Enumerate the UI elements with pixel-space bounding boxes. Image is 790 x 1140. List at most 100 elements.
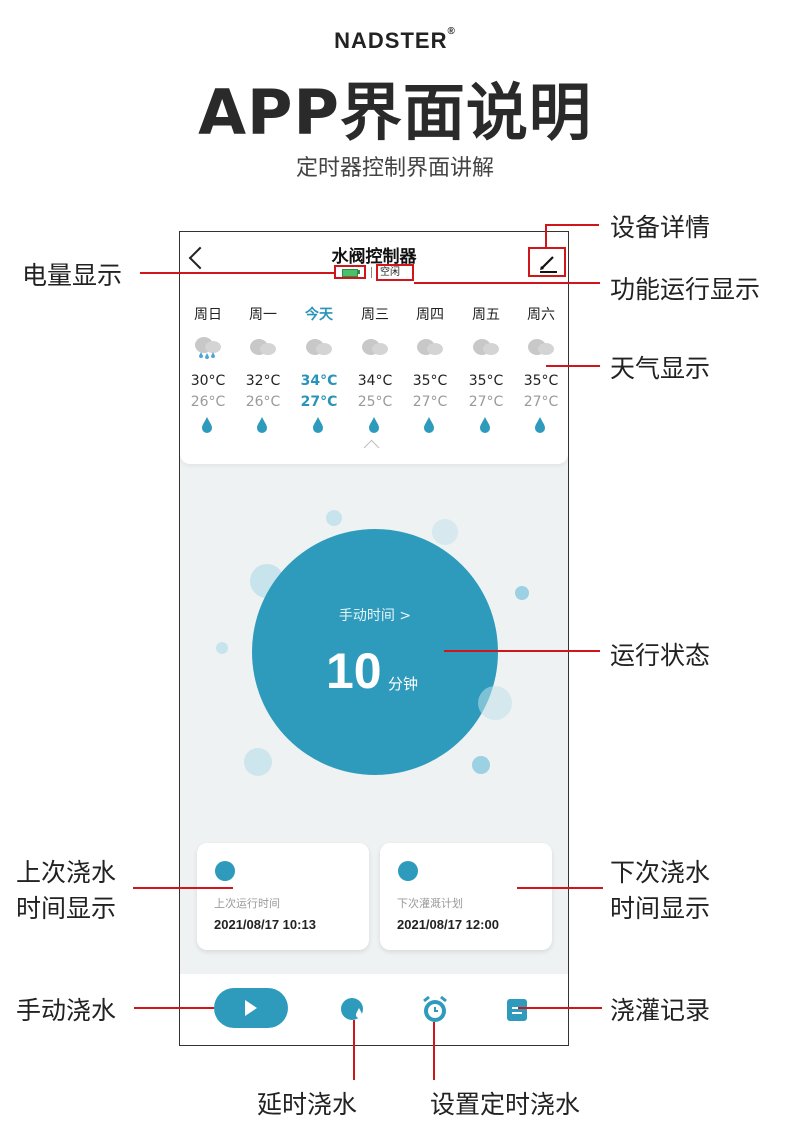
record-list-icon[interactable] (506, 998, 528, 1022)
annotation-line (414, 282, 600, 284)
manual-time-value: 10 (326, 643, 382, 699)
decor-bubble (244, 748, 272, 776)
weather-high: 35°C (523, 373, 559, 389)
brand-logo: NADSTER® (334, 26, 456, 53)
annotation-line (140, 272, 334, 274)
decor-bubble (478, 686, 512, 720)
annotation-line (433, 1022, 435, 1080)
weather-low: 27°C (412, 394, 448, 410)
weather-low: 25°C (357, 394, 393, 410)
last-run-label: 上次运行时间 (214, 897, 280, 910)
weather-low: 27°C (468, 394, 504, 410)
annotation-next-water-line2: 时间显示 (610, 894, 711, 923)
run-status-circle[interactable] (252, 529, 498, 775)
battery-icon (334, 265, 366, 279)
next-plan-label: 下次灌溉计划 (397, 897, 463, 910)
weather-day-name: 周日 (194, 307, 222, 323)
weather-high: 32°C (245, 373, 281, 389)
weather-day-name: 周三 (361, 307, 389, 323)
annotation-line (517, 887, 603, 889)
annotation-device-detail: 设备详情 (610, 213, 711, 242)
annotation-last-water-line2: 时间显示 (16, 894, 117, 923)
annotation-battery: 电量显示 (22, 261, 123, 290)
play-icon (245, 1000, 257, 1016)
water-drop-icon (369, 417, 379, 433)
annotation-function-status: 功能运行显示 (610, 275, 761, 304)
annotation-record: 浇灌记录 (610, 996, 711, 1025)
weather-low: 27°C (523, 394, 559, 410)
annotation-line (546, 365, 600, 367)
phone-screen: 水阀控制器 空闲 周日 30°C 26°C 周一 32°C 2 (179, 231, 569, 1046)
weather-low: 26°C (190, 394, 226, 410)
water-drop-icon (313, 417, 323, 433)
next-plan-card: 下次灌溉计划 2021/08/17 12:00 (380, 843, 552, 950)
annotation-last-water: 上次浇水 时间显示 (16, 855, 116, 927)
weather-low: 27°C (300, 394, 338, 410)
rain-cloud-icon (195, 337, 221, 359)
weather-high: 30°C (190, 373, 226, 389)
water-drop-icon (480, 417, 490, 433)
weather-forecast: 周日 30°C 26°C 周一 32°C 26°C 今天 34°C 27°C 周… (180, 292, 568, 464)
last-run-time: 2021/08/17 10:13 (214, 917, 316, 932)
collapse-chevron-icon[interactable] (363, 439, 380, 456)
annotation-run-status: 运行状态 (610, 641, 711, 670)
annotation-manual: 手动浇水 (16, 996, 117, 1025)
cloud-icon (362, 339, 388, 355)
manual-time-unit: 分钟 (388, 675, 419, 693)
decor-bubble (432, 519, 458, 545)
decor-bubble (472, 756, 490, 774)
cloud-icon (306, 339, 332, 355)
decor-bubble (216, 642, 228, 654)
app-title: 水阀控制器 (331, 247, 417, 267)
weather-day-name: 周六 (527, 307, 555, 323)
annotation-timer: 设置定时浇水 (430, 1090, 581, 1119)
water-drop-icon (257, 417, 267, 433)
status-divider (371, 267, 372, 278)
alarm-clock-icon[interactable] (420, 994, 450, 1024)
decor-bubble (326, 510, 342, 526)
cloud-icon (528, 339, 554, 355)
last-run-card: 上次运行时间 2021/08/17 10:13 (197, 843, 369, 950)
weather-high: 35°C (412, 373, 448, 389)
annotation-line (518, 1007, 602, 1009)
delay-water-icon[interactable] (340, 996, 366, 1022)
weather-day-name: 今天 (305, 307, 333, 323)
water-drop-icon (202, 417, 212, 433)
edit-icon[interactable] (533, 247, 563, 277)
annotation-line (134, 1007, 214, 1009)
page-title: APP界面说明 (198, 76, 592, 149)
weather-high: 35°C (468, 373, 504, 389)
clock-back-icon (215, 861, 235, 881)
weather-day-name: 周一 (249, 307, 277, 323)
annotation-weather: 天气显示 (610, 354, 711, 383)
manual-time-label[interactable]: 手动时间 > (338, 608, 412, 624)
decor-bubble (515, 586, 529, 600)
edit-highlight-box (528, 247, 566, 277)
weather-day-name: 周五 (472, 307, 500, 323)
annotation-delay: 延时浇水 (257, 1090, 358, 1119)
weather-day-name: 周四 (416, 307, 444, 323)
weather-low: 26°C (245, 394, 281, 410)
clock-forward-icon (398, 861, 418, 881)
annotation-line (545, 224, 547, 248)
annotation-next-water-line1: 下次浇水 (610, 858, 711, 887)
annotation-line (545, 224, 599, 226)
water-drop-icon (535, 417, 545, 433)
annotation-line (444, 650, 600, 652)
cloud-icon (417, 339, 443, 355)
annotation-line (353, 1020, 355, 1080)
weather-high: 34°C (300, 373, 338, 389)
water-drop-icon (424, 417, 434, 433)
cloud-icon (473, 339, 499, 355)
bottom-action-bar (180, 974, 568, 1045)
page-subtitle: 定时器控制界面讲解 (295, 156, 494, 181)
cloud-icon (250, 339, 276, 355)
annotation-next-water: 下次浇水 时间显示 (610, 855, 710, 927)
manual-water-button[interactable] (214, 988, 288, 1028)
app-top-bar: 水阀控制器 空闲 (180, 232, 568, 292)
next-plan-time: 2021/08/17 12:00 (397, 917, 499, 932)
annotation-last-water-line1: 上次浇水 (16, 858, 117, 887)
weather-high: 34°C (357, 373, 393, 389)
annotation-line (133, 887, 233, 889)
status-badge: 空闲 (376, 264, 414, 281)
